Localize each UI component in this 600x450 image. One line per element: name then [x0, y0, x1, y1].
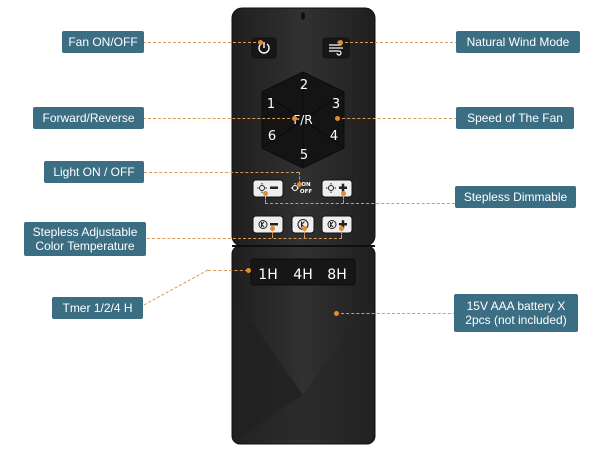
bulb-icon — [291, 183, 299, 191]
light-dim-icon — [257, 183, 267, 193]
callout-forward-reverse: Forward/Reverse — [33, 107, 144, 129]
timer-key-1h[interactable]: 1H — [258, 267, 277, 283]
minus-icon — [270, 223, 278, 226]
speed-key-6[interactable]: 6 — [268, 129, 276, 144]
color-temp-toggle-button[interactable] — [291, 215, 315, 234]
callout-stepless-color-temp: Stepless Adjustable Color Temperature — [24, 222, 146, 256]
timer-leader-diagonal — [142, 269, 209, 307]
callout-battery: 15V AAA battery X 2pcs (not included) — [454, 294, 578, 332]
light-bright-icon — [326, 183, 336, 193]
light-off-label: OFF — [300, 189, 312, 195]
light-on-off-button[interactable]: ON OFF — [291, 182, 312, 195]
plus-icon — [339, 183, 347, 192]
kelvin-icon — [327, 220, 337, 229]
callout-light-on-off: Light ON / OFF — [44, 161, 144, 183]
minus-icon — [270, 186, 278, 189]
light-on-label: ON — [301, 182, 311, 188]
dim-down-button[interactable] — [252, 179, 284, 198]
power-icon — [258, 42, 270, 54]
color-temp-up-button[interactable] — [321, 215, 353, 234]
led-indicator — [301, 12, 305, 20]
timer-panel — [250, 258, 356, 286]
speed-key-2[interactable]: 2 — [300, 78, 308, 93]
kelvin-icon — [258, 220, 268, 229]
callout-fan-on-off: Fan ON/OFF — [62, 31, 144, 53]
timer-key-8h[interactable]: 8H — [327, 267, 346, 283]
timer-key-4h[interactable]: 4H — [293, 267, 312, 283]
callout-natural-wind-mode: Natural Wind Mode — [456, 31, 580, 53]
speed-key-3[interactable]: 3 — [332, 97, 340, 112]
speed-key-4[interactable]: 4 — [330, 129, 338, 144]
callout-speed-of-fan: Speed of The Fan — [456, 107, 574, 129]
callout-stepless-dimmable: Stepless Dimmable — [455, 186, 576, 208]
speed-key-1[interactable]: 1 — [267, 97, 275, 112]
plus-icon — [339, 220, 347, 229]
forward-reverse-key[interactable]: F/R — [293, 113, 312, 127]
callout-timer: Tmer 1/2/4 H — [52, 297, 143, 319]
color-temp-down-button[interactable] — [252, 215, 284, 234]
speed-key-5[interactable]: 5 — [300, 148, 308, 163]
